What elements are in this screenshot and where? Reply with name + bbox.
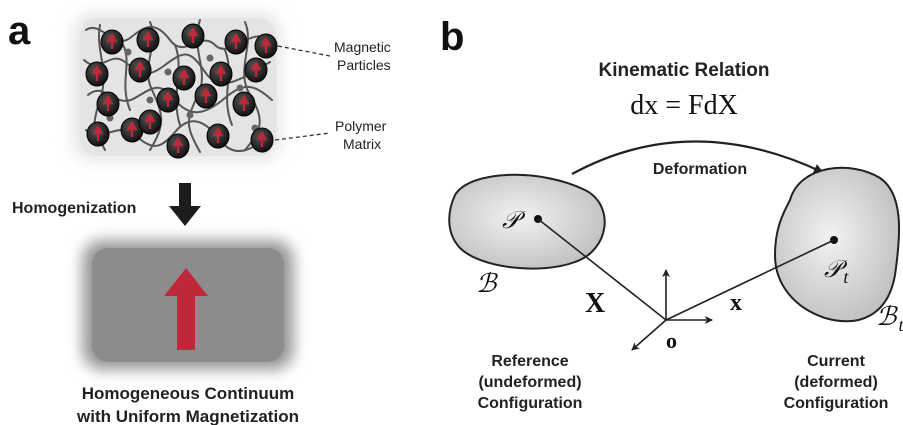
particle-magnetization-arrow bbox=[172, 136, 184, 153]
reference-vector-label: X bbox=[585, 288, 605, 319]
reference-body-label: ℬ bbox=[476, 269, 498, 298]
homogenization-label: Homogenization bbox=[12, 200, 136, 217]
matrix-leader bbox=[274, 132, 331, 141]
particles-label-line2: Particles bbox=[337, 57, 391, 73]
particles-leader bbox=[277, 45, 331, 57]
microstructure-box bbox=[72, 12, 282, 162]
uniform-magnetization-arrow bbox=[164, 268, 208, 350]
reference-caption-line2: (undeformed) bbox=[478, 374, 581, 391]
continuum-caption-line1: Homogeneous Continuum bbox=[82, 384, 294, 403]
reference-caption-line3: Configuration bbox=[478, 395, 583, 412]
current-vector-label: x bbox=[730, 290, 742, 316]
current-body bbox=[773, 166, 901, 323]
particle-magnetization-arrow bbox=[238, 94, 250, 111]
reference-caption-line1: Reference bbox=[491, 353, 568, 370]
particle-magnetization-arrow bbox=[92, 124, 104, 141]
particles-label-line1: Magnetic bbox=[334, 39, 391, 55]
particle-magnetization-arrow bbox=[200, 86, 212, 103]
junction-dots bbox=[106, 48, 259, 132]
homogenization-arrow bbox=[169, 183, 201, 226]
particle-magnetization-arrow bbox=[91, 64, 103, 81]
magnetic-particles bbox=[85, 23, 278, 159]
panel-a-label: a bbox=[8, 9, 31, 53]
continuum-caption-line2: with Uniform Magnetization bbox=[76, 407, 299, 425]
particle-magnetization-arrow bbox=[250, 60, 262, 77]
kinematic-title: Kinematic Relation bbox=[598, 60, 769, 81]
particle-magnetization-arrow bbox=[215, 64, 227, 81]
current-caption-line1: Current bbox=[807, 353, 865, 370]
matrix-label-line1: Polymer bbox=[335, 118, 387, 134]
kinematic-equation: dx = FdX bbox=[630, 90, 738, 121]
particle-magnetization-arrow bbox=[212, 126, 224, 143]
particle-magnetization-arrow bbox=[256, 130, 268, 147]
current-position-vector bbox=[665, 239, 835, 321]
particle-magnetization-arrow bbox=[134, 60, 146, 77]
deformation-arrow bbox=[571, 140, 824, 175]
particle-magnetization-arrow bbox=[260, 36, 272, 53]
matrix-label-line2: Matrix bbox=[343, 136, 381, 152]
particle-magnetization-arrow bbox=[230, 32, 242, 49]
particle-magnetization-arrow bbox=[178, 68, 190, 85]
particle-magnetization-arrow bbox=[102, 94, 114, 111]
reference-position-vector bbox=[537, 218, 667, 321]
particle-magnetization-arrow bbox=[144, 112, 156, 129]
coordinate-frame bbox=[631, 269, 713, 351]
particle-magnetization-arrow bbox=[126, 120, 138, 137]
current-caption-line3: Configuration bbox=[784, 395, 889, 412]
panel-b-label: b bbox=[440, 15, 464, 59]
deformation-label: Deformation bbox=[653, 161, 747, 178]
origin-label: o bbox=[666, 328, 677, 353]
particle-magnetization-arrow bbox=[187, 26, 199, 43]
particle-magnetization-arrow bbox=[162, 90, 174, 107]
particle-magnetization-arrow bbox=[106, 32, 118, 49]
particle-magnetization-arrow bbox=[142, 30, 154, 47]
continuum-box bbox=[82, 240, 294, 370]
current-caption-line2: (deformed) bbox=[794, 374, 878, 391]
reference-body bbox=[448, 173, 606, 270]
